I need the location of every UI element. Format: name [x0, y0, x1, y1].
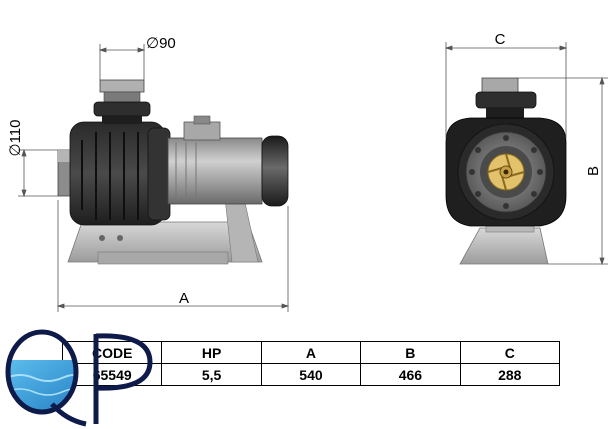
spec-header-cell: C — [459, 341, 561, 364]
spec-header-cell: B — [360, 341, 461, 364]
dim-height-label: B — [585, 166, 602, 176]
pump-front-view — [445, 77, 567, 265]
spec-data-cell: 540 — [260, 363, 362, 386]
spec-data-cell: 466 — [360, 363, 461, 386]
front-base — [459, 227, 549, 265]
dim-height — [518, 76, 608, 266]
dim-inlet-label: ∅110 — [7, 120, 24, 157]
spec-data-row: 65549 5,5 540 466 288 — [61, 363, 561, 386]
qp-logo — [5, 329, 153, 427]
logo-q — [5, 329, 87, 427]
dim-outlet-label: ∅90 — [146, 35, 176, 52]
dim-length-label: A — [179, 290, 189, 307]
spec-data-cell: 288 — [459, 363, 561, 386]
spec-header-cell: A — [260, 341, 362, 364]
spec-data-cell: 5,5 — [161, 363, 262, 386]
logo-p — [93, 333, 153, 424]
motor-body — [167, 137, 263, 205]
dim-width-label: C — [495, 31, 506, 48]
pump-side-view — [57, 79, 289, 265]
outlet-pipe — [99, 79, 145, 93]
dim-inlet — [18, 148, 58, 198]
spec-table: CODE HP A B C 65549 5,5 540 466 288 — [61, 341, 561, 386]
dim-length — [56, 200, 290, 312]
dim-outlet — [98, 44, 146, 80]
dim-width — [444, 42, 568, 138]
spec-header-cell: HP — [161, 341, 262, 364]
terminal-box — [183, 121, 221, 141]
motor-end-cap — [261, 135, 289, 207]
